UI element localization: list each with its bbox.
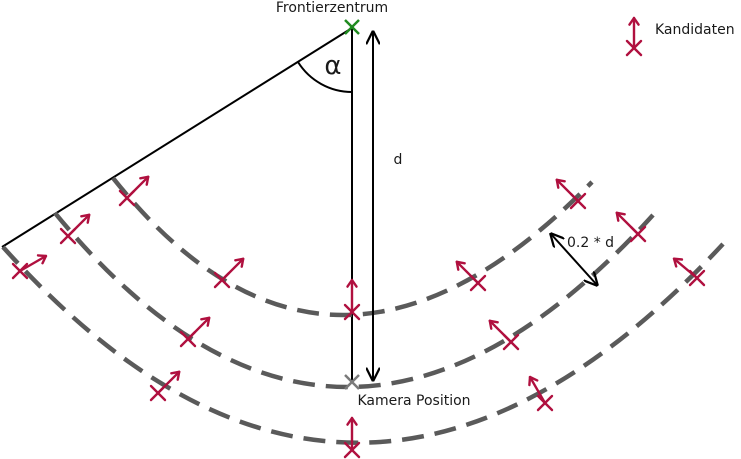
spacing-arrow [551, 234, 597, 285]
spacing-label: 0.2 * d [567, 235, 614, 251]
distance-label: d [394, 152, 403, 168]
angle-label: α [324, 51, 341, 81]
legend-candidates-label: Kandidaten [655, 22, 735, 38]
boundary-ray [1, 27, 353, 248]
candidate-marker [213, 257, 245, 289]
frontier-center-marker [344, 19, 360, 35]
candidate-marker [455, 260, 487, 292]
legend-candidate-marker [625, 16, 643, 57]
angle-arc [297, 61, 353, 93]
candidate-markers [11, 175, 706, 459]
frontier-center-label: Frontierzentrum [276, 0, 388, 16]
camera-position-label: Kamera Position [357, 393, 470, 409]
candidate-marker [672, 257, 706, 287]
camera-position-marker [344, 374, 360, 390]
candidate-marker [59, 213, 91, 245]
candidate-marker [343, 416, 361, 459]
candidate-marker [179, 316, 211, 348]
legend: Kandidaten [625, 16, 735, 57]
candidate-marker [528, 375, 554, 412]
candidate-marker [615, 211, 647, 243]
candidate-marker [11, 254, 48, 280]
candidate-marker [149, 370, 181, 402]
candidate-marker [555, 178, 587, 210]
arc-middle [53, 211, 655, 390]
candidate-marker [488, 319, 520, 351]
candidate-marker [343, 278, 361, 321]
arc-inner [111, 176, 594, 318]
legend-candidate-icon [625, 16, 643, 57]
arc-outer [1, 242, 725, 445]
candidate-marker [118, 175, 150, 207]
